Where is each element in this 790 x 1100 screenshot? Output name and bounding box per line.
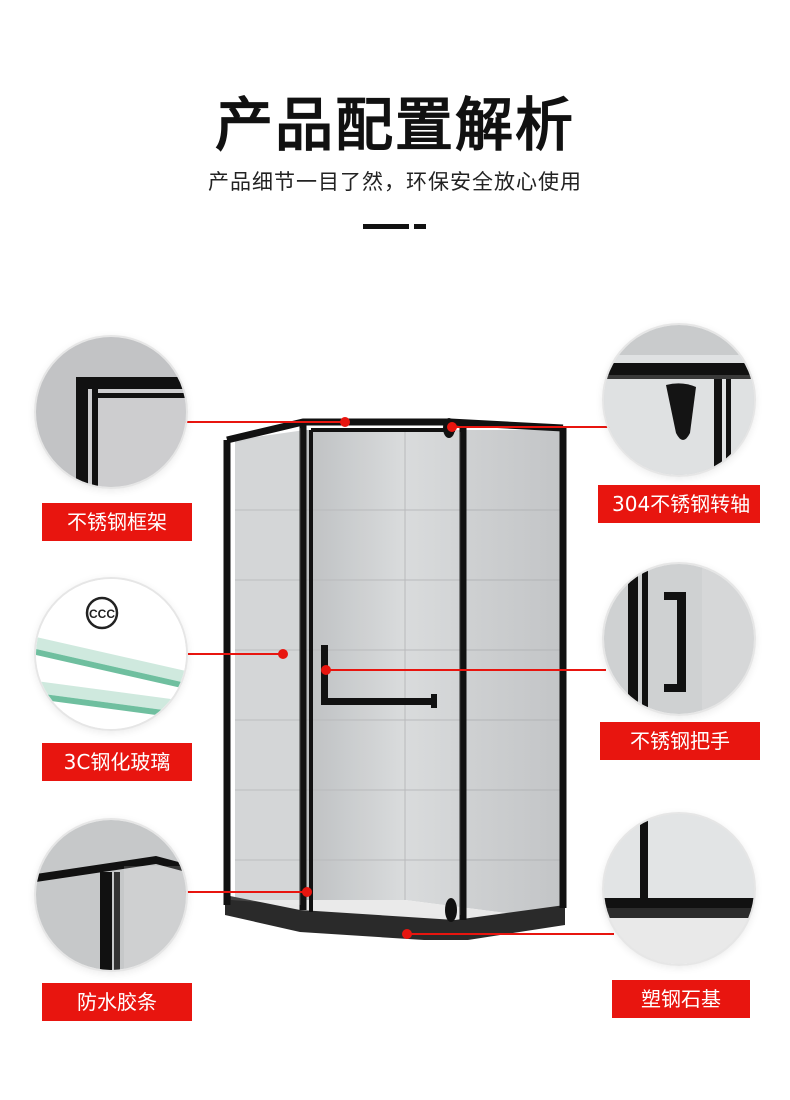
callout-dot-frame <box>340 417 350 427</box>
connector-glass <box>185 653 285 655</box>
callout-dot-handle <box>321 665 331 675</box>
handle-detail-image <box>602 562 756 716</box>
pivot-detail-image <box>602 323 756 477</box>
label-frame: 不锈钢框架 <box>42 503 192 541</box>
seal-detail-image <box>34 818 188 972</box>
connector-pivot <box>452 426 612 428</box>
label-handle: 不锈钢把手 <box>600 722 760 760</box>
callout-dot-pivot <box>447 422 457 432</box>
label-base: 塑钢石基 <box>612 980 750 1018</box>
connector-handle <box>326 669 606 671</box>
title-divider <box>363 224 409 229</box>
page-subtitle: 产品细节一目了然，环保安全放心使用 <box>208 170 582 194</box>
callout-dot-seal <box>302 887 312 897</box>
connector-seal <box>185 891 307 893</box>
shower-enclosure-image <box>223 418 567 940</box>
3c-certification-icon <box>85 596 119 630</box>
title-divider-short <box>414 224 426 229</box>
label-glass: 3C钢化玻璃 <box>42 743 192 781</box>
connector-frame <box>185 421 345 423</box>
frame-detail-image <box>34 335 188 489</box>
connector-base <box>407 933 614 935</box>
label-seal: 防水胶条 <box>42 983 192 1021</box>
label-pivot: 304不锈钢转轴 <box>598 485 760 523</box>
callout-dot-glass <box>278 649 288 659</box>
base-detail-image <box>602 812 756 966</box>
callout-dot-base <box>402 929 412 939</box>
page-title: 产品配置解析 <box>214 91 575 159</box>
svg-text:CCC: CCC <box>89 607 115 621</box>
glass-detail-image: CCC <box>34 577 188 731</box>
